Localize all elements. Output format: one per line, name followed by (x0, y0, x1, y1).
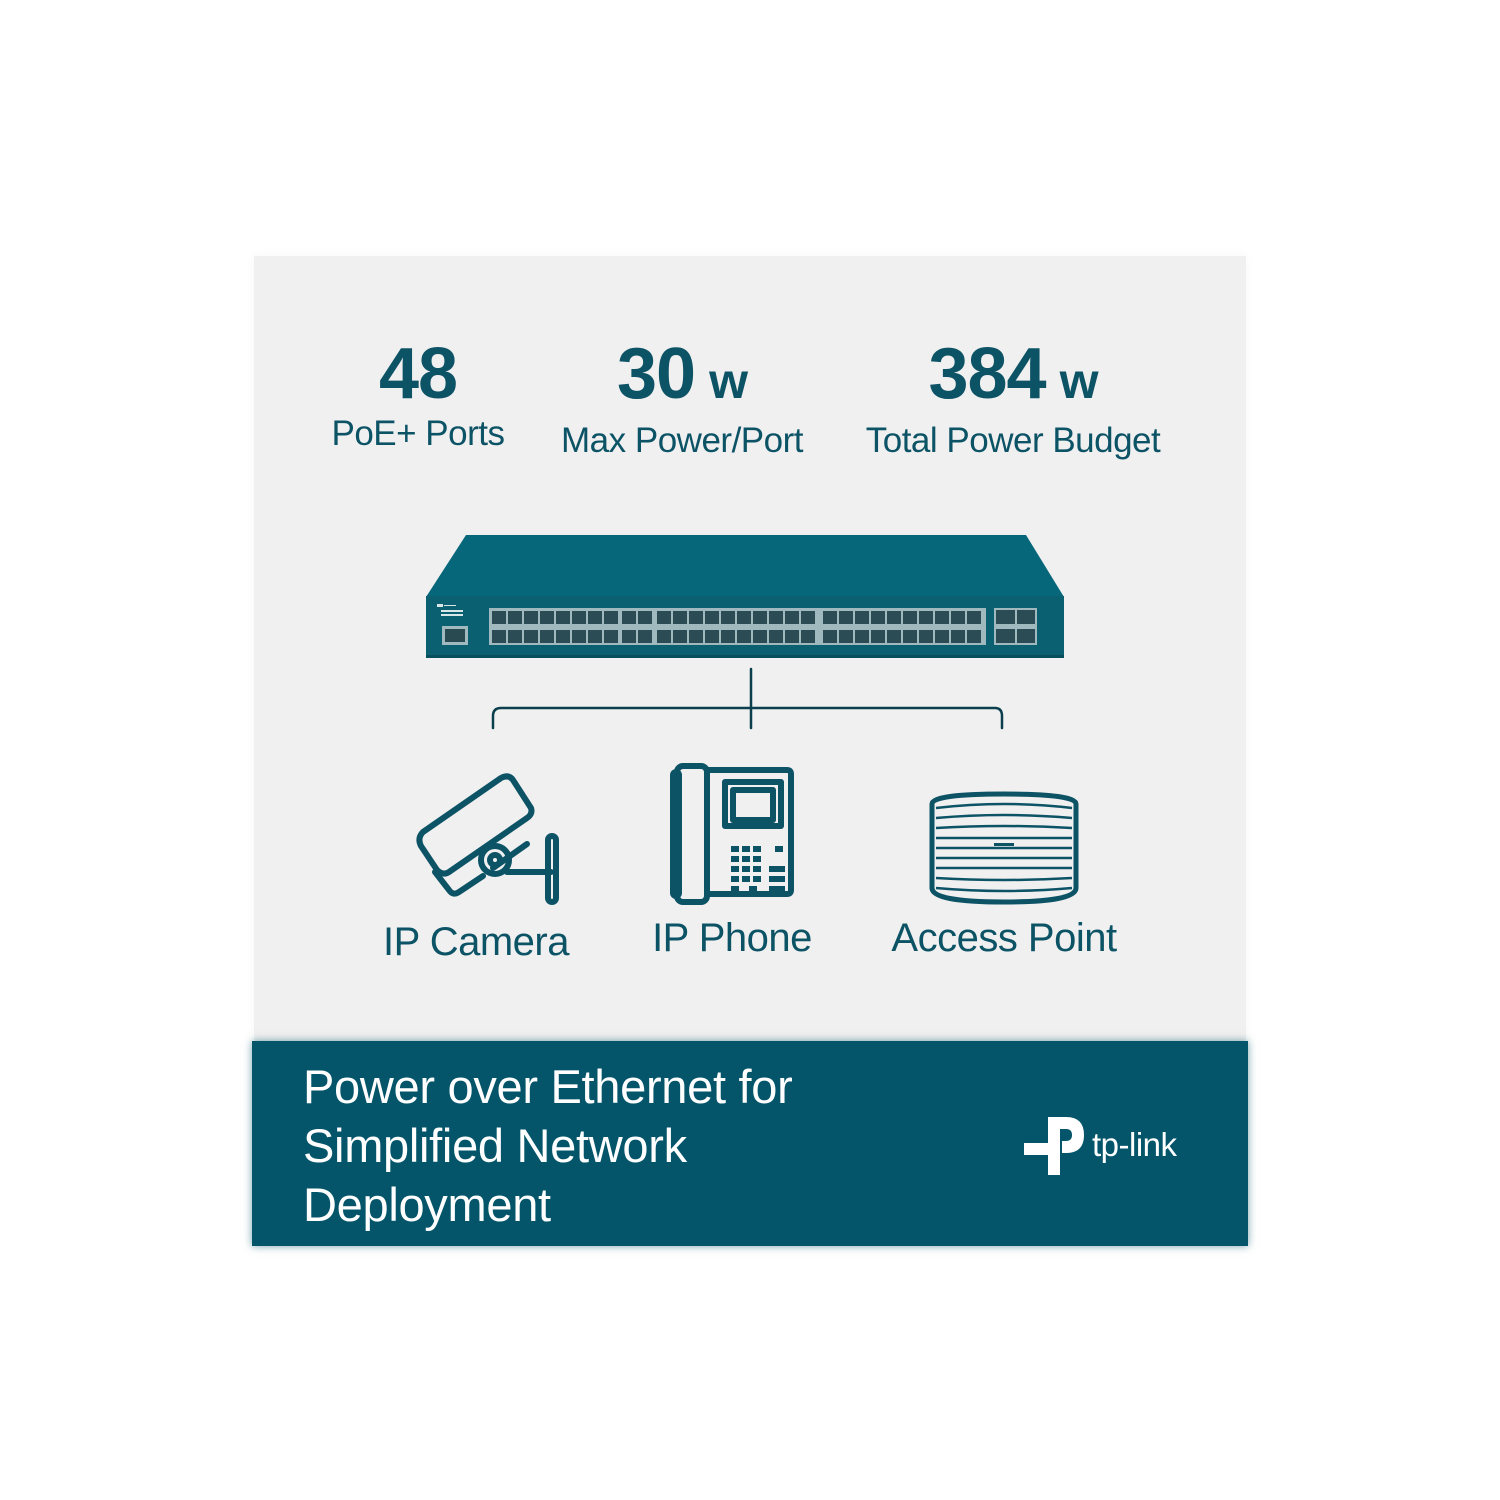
stat-number: 384 (928, 334, 1046, 414)
stat-unit: w (709, 353, 748, 409)
device-ip-phone: IP Phone (632, 762, 832, 960)
connection-lines (491, 667, 1004, 730)
stat-label: Max Power/Port (561, 421, 803, 460)
stat-label: PoE+ Ports (331, 414, 505, 453)
device-label: IP Camera (383, 920, 569, 964)
device-ip-camera: IP Camera (366, 772, 586, 964)
stat-ports: 48 PoE+ Ports (318, 338, 518, 454)
ip-camera-icon (416, 773, 559, 905)
device-label: Access Point (891, 916, 1117, 960)
stat-number: 30 (617, 334, 696, 414)
network-switch-icon (426, 535, 1064, 658)
stat-value: 48 (318, 338, 518, 410)
tp-link-logo-icon (1024, 1117, 1084, 1175)
stat-number: 48 (378, 334, 458, 414)
ip-phone-icon (670, 763, 794, 905)
device-access-point: Access Point (876, 788, 1132, 960)
banner: Power over Ethernet for Simplified Netwo… (252, 1041, 1248, 1246)
access-point-icon (929, 791, 1079, 905)
tp-link-logo: tp-link (1022, 1113, 1177, 1177)
stat-unit: w (1059, 353, 1099, 409)
brand-name: tp-link (1092, 1126, 1177, 1163)
device-label: IP Phone (652, 916, 812, 960)
banner-headline: Power over Ethernet for Simplified Netwo… (303, 1060, 793, 1231)
stat-label: Total Power Budget (865, 421, 1161, 460)
